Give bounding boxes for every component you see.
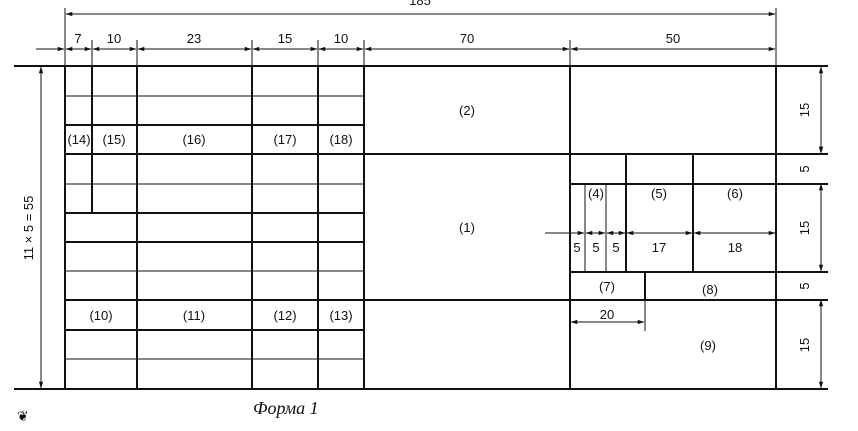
cell-18-label: (18)	[329, 132, 352, 147]
figure-caption: Форма 1	[253, 398, 319, 418]
inner-dimension-lines	[545, 230, 776, 331]
dim-inner-5: 18	[728, 240, 742, 255]
dim-inner-2: 5	[592, 240, 599, 255]
cell-6-label: (6)	[727, 186, 743, 201]
cell-10-label: (10)	[89, 308, 112, 323]
left-grid-rows	[65, 95, 364, 360]
cell-9-label: (9)	[700, 338, 716, 353]
cell-4-label: (4)	[588, 186, 604, 201]
right-dimension-lines	[776, 66, 828, 390]
cell-12-label: (12)	[273, 308, 296, 323]
dim-col-16: 23	[187, 31, 201, 46]
cell-15-label: (15)	[102, 132, 125, 147]
dim-row-2: 5	[797, 165, 812, 172]
cell-8-label: (8)	[702, 282, 718, 297]
cell-14-label: (14)	[67, 132, 90, 147]
dim-col-right: 50	[666, 31, 680, 46]
top-dimension-lines	[36, 8, 777, 66]
corner-mark: ❦	[17, 409, 29, 425]
dim-row-4: 5	[797, 282, 812, 289]
dim-col-15: 10	[107, 31, 121, 46]
dim-col-14: 7	[74, 31, 81, 46]
dim-inner-3: 5	[612, 240, 619, 255]
cell-16-label: (16)	[182, 132, 205, 147]
cell-1-label: (1)	[459, 220, 475, 235]
dim-total-height: 11 × 5 = 55	[21, 196, 36, 261]
dim-inner-1: 5	[573, 240, 580, 255]
right-grid-rows	[364, 153, 828, 301]
dim-row-1: 15	[797, 103, 812, 117]
cell-11-label: (11)	[183, 308, 205, 323]
dim-total-width: 185	[409, 0, 431, 8]
title-block-frame	[14, 65, 828, 390]
cell-17-label: (17)	[273, 132, 296, 147]
dim-row-5: 15	[797, 338, 812, 352]
cell-2-label: (2)	[459, 103, 475, 118]
dim-col-18: 10	[334, 31, 348, 46]
dim-col-17: 15	[278, 31, 292, 46]
dim-col-middle: 70	[460, 31, 474, 46]
dim-inner-4: 17	[652, 240, 666, 255]
dim-inner-6: 20	[600, 307, 614, 322]
cell-13-label: (13)	[329, 308, 352, 323]
cell-7-label: (7)	[599, 279, 615, 294]
cell-5-label: (5)	[651, 186, 667, 201]
dim-row-3: 15	[797, 221, 812, 235]
right-block-divisions	[584, 154, 694, 300]
